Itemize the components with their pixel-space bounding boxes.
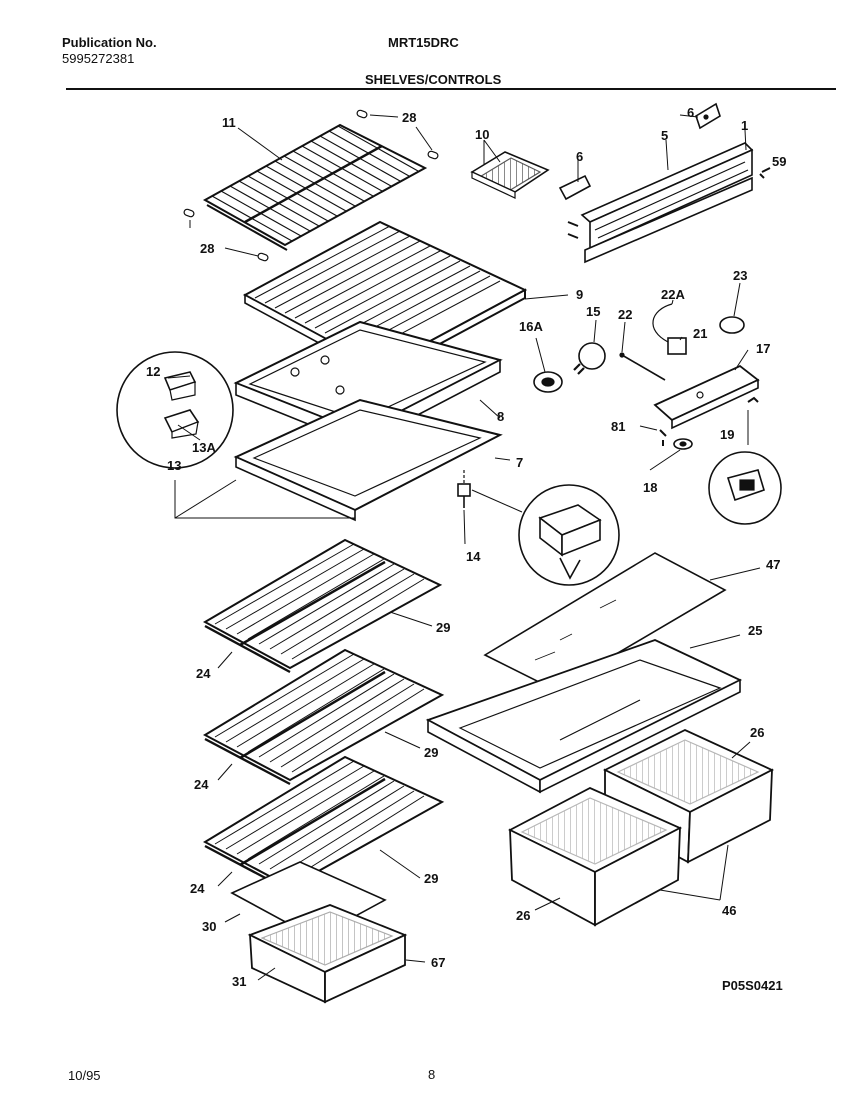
callout-24-a: 24: [196, 666, 211, 681]
detail-circle-19: [708, 451, 782, 525]
callout-31: 31: [232, 974, 247, 989]
callout-67: 67: [431, 955, 446, 970]
callout-6-top: 6: [687, 105, 695, 120]
callout-28-left: 28: [200, 241, 215, 256]
callout-6: 6: [576, 149, 584, 164]
callout-47: 47: [766, 557, 781, 572]
thermostat-parts: [619, 303, 760, 430]
callout-12: 12: [146, 364, 161, 379]
callout-1: 1: [741, 118, 749, 133]
callout-24-b: 24: [194, 777, 209, 792]
callout-29-a: 29: [436, 620, 451, 635]
callout-8: 8: [497, 409, 505, 424]
publication-label: Publication No.: [62, 35, 157, 50]
wire-shelf-29-c: [202, 755, 445, 893]
callout-7: 7: [516, 455, 524, 470]
callout-81: 81: [611, 419, 626, 434]
leader-lines: [167, 114, 761, 981]
callout-30: 30: [202, 919, 217, 934]
bracket-6: [558, 102, 721, 201]
callout-29-b: 29: [424, 745, 439, 760]
section-title: SHELVES/CONTROLS: [365, 72, 502, 87]
model-number: MRT15DRC: [388, 35, 459, 50]
callout-26-right: 26: [750, 725, 765, 740]
wire-shelf-11: [202, 123, 428, 251]
pan-31: [247, 904, 408, 1004]
callout-13a: 13A: [192, 440, 216, 455]
crisper-frame-7: [233, 398, 503, 522]
publication-number: 5995272381: [62, 51, 135, 66]
screw-59: [759, 167, 771, 179]
callout-19: 19: [720, 427, 735, 442]
callout-5: 5: [661, 128, 669, 143]
control-panel-5: [567, 142, 754, 264]
wire-shelf-29-b: [202, 648, 445, 786]
glass-top-47: [483, 552, 727, 691]
callout-28-top: 28: [402, 110, 417, 125]
wire-shelf-29-a: [202, 538, 443, 674]
callout-15: 15: [586, 304, 601, 319]
callout-14: 14: [466, 549, 481, 564]
callout-59: 59: [772, 154, 787, 169]
drawing-code: P05S0421: [722, 978, 783, 993]
callout-23: 23: [733, 268, 748, 283]
callout-10: 10: [475, 127, 490, 142]
callout-11: 11: [222, 115, 236, 130]
footer-page: 8: [428, 1067, 436, 1082]
callout-46: 46: [722, 903, 737, 918]
callout-29-c: 29: [424, 871, 439, 886]
callout-26-left: 26: [516, 908, 531, 923]
callout-17: 17: [756, 341, 771, 356]
callout-24-c: 24: [190, 881, 205, 896]
knob-parts: [659, 396, 759, 450]
crisper-drawer-26-left: [508, 787, 683, 927]
callout-9: 9: [576, 287, 584, 302]
callout-22: 22: [618, 307, 633, 322]
light-socket-16a: [533, 371, 563, 393]
callout-13: 13: [167, 458, 182, 473]
header-rule: [66, 88, 836, 90]
callout-16a: 16A: [519, 319, 543, 334]
callout-21: 21: [693, 326, 708, 341]
crisper-frame-25: [425, 639, 743, 794]
callout-22a: 22A: [661, 287, 685, 302]
footer-date: 10/95: [68, 1068, 101, 1083]
callout-18: 18: [643, 480, 658, 495]
callout-25: 25: [748, 623, 763, 638]
light-bulb-15: [573, 342, 606, 375]
ice-trays-10: [470, 151, 550, 199]
shelf-clip-28: [183, 109, 439, 262]
switch-14: [457, 470, 620, 586]
detail-circle-12-13: [116, 351, 355, 519]
